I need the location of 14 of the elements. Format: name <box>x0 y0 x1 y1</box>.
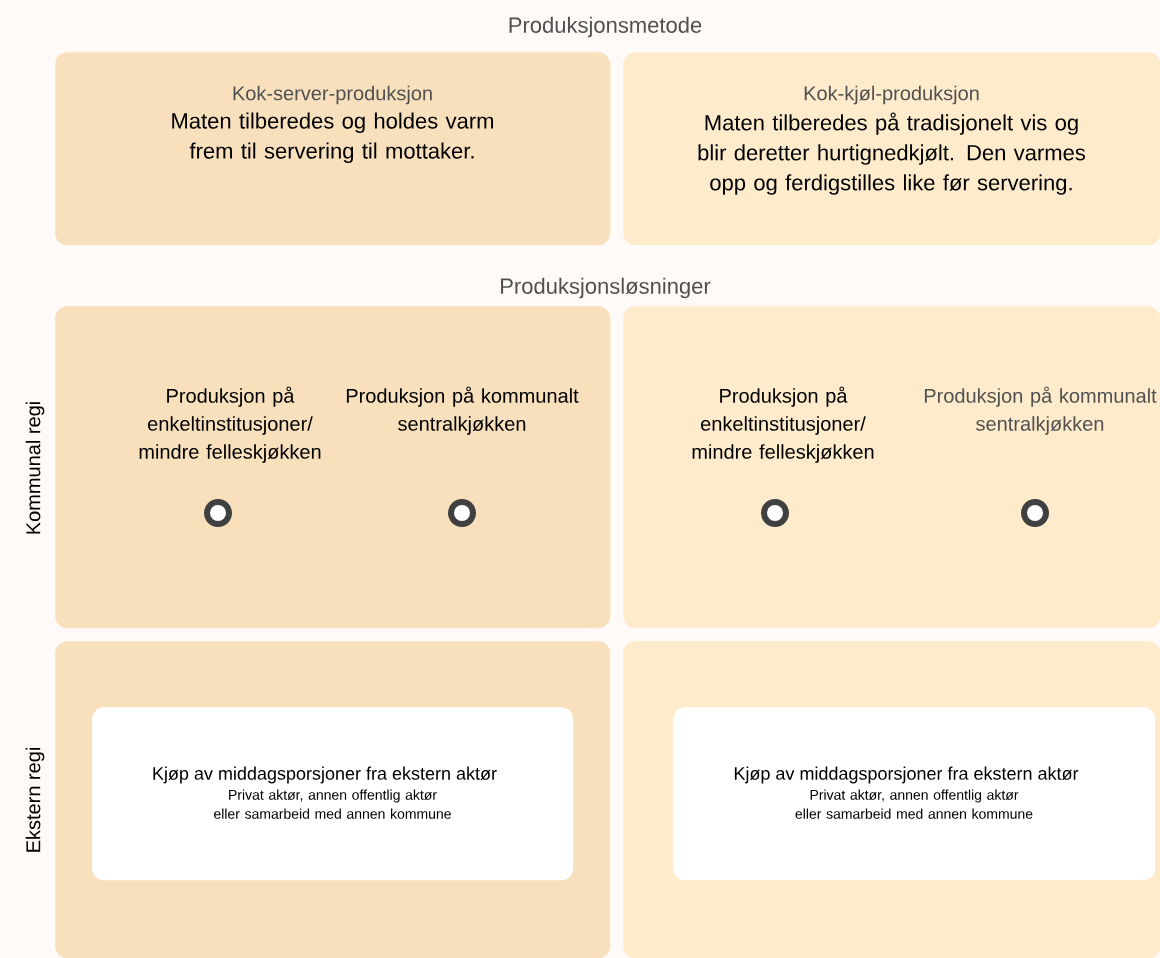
radio-circle <box>761 499 789 527</box>
method-box: Kok-server-produksjon Maten tilberedes og holdes varm frem til servering til mottaker. <box>55 52 611 246</box>
radio-circle <box>1021 499 1049 527</box>
row-label: Ekstern regi <box>25 748 45 852</box>
section-heading: Produksjonsmetode <box>509 16 702 38</box>
solution-panel: Produksjon på enkeltinstitusjoner/ mindre felleskjøkken Produksjon på kommunalt sentralkjøkken <box>55 306 611 629</box>
option-box: Kjøp av middagsporsjoner fra ekstern aktør Privat aktør, annen offentlig aktør eller samarbeid med annen kommune <box>92 707 574 881</box>
row-label: Kommunal regi <box>25 402 45 534</box>
option-box: Kjøp av middagsporsjoner fra ekstern aktør Privat aktør, annen offentlig aktør eller samarbeid med annen kommune <box>673 707 1156 881</box>
solution-panel: Produksjon på enkeltinstitusjoner/ mindre felleskjøkken Produksjon på kommunalt sentralkjøkken <box>623 306 1160 629</box>
method-box: Kok-kjøl-produksjon Maten tilberedes på tradisjonelt vis og blir deretter hurtignedkjølt. Den varmes opp og ferdigstilles like før servering. <box>623 52 1160 246</box>
radio-circle <box>204 499 232 527</box>
radio-circle <box>448 499 476 527</box>
section-heading: Produksjonsløsninger <box>501 277 711 299</box>
